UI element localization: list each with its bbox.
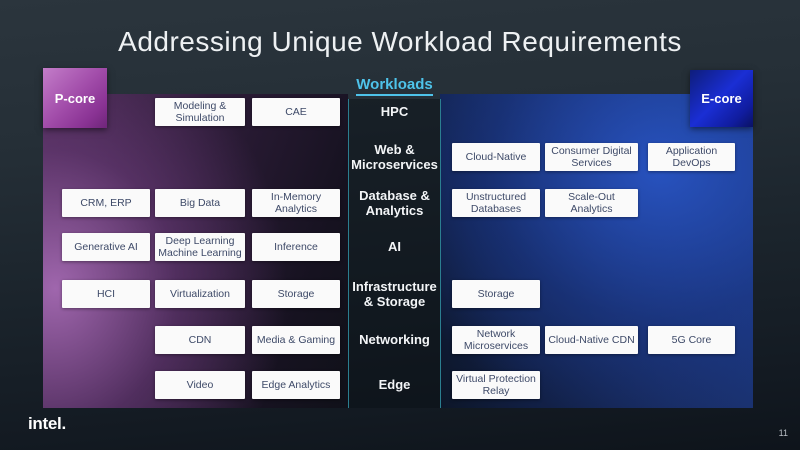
pcore-workload-box: In-Memory Analytics (252, 189, 340, 217)
pcore-workload-box: Virtualization (155, 280, 245, 308)
ecore-workload-box: Unstructured Databases (452, 189, 540, 217)
pcore-workload-box: CDN (155, 326, 245, 354)
pcore-workload-box: HCI (62, 280, 150, 308)
pcore-workload-box: Edge Analytics (252, 371, 340, 399)
pcore-workload-box: CRM, ERP (62, 189, 150, 217)
pcore-workload-box: Big Data (155, 189, 245, 217)
workloads-header: Workloads (348, 76, 441, 96)
ecore-workload-box: Storage (452, 280, 540, 308)
workload-category: HPC (380, 104, 409, 120)
pcore-label-box: P-core (43, 68, 107, 128)
ecore-workload-box: 5G Core (648, 326, 735, 354)
ecore-label-box: E-core (690, 70, 753, 127)
intel-logo: intel. (28, 414, 66, 433)
pcore-workload-box: Media & Gaming (252, 326, 340, 354)
pcore-workload-box: Storage (252, 280, 340, 308)
pcore-workload-box: Deep Learning Machine Learning (155, 233, 245, 261)
ecore-workload-box: Cloud-Native (452, 143, 540, 171)
workload-category: AI (388, 239, 401, 255)
slide-title: Addressing Unique Workload Requirements (118, 26, 682, 57)
ecore-workload-box: Cloud-Native CDN (545, 326, 638, 354)
ecore-workload-box: Scale-Out Analytics (545, 189, 638, 217)
pcore-workload-box: Video (155, 371, 245, 399)
workload-category: Edge (378, 377, 411, 393)
ecore-workload-box: Network Microservices (452, 326, 540, 354)
ecore-gradient-panel (440, 94, 753, 408)
pcore-workload-box: Inference (252, 233, 340, 261)
pcore-workload-box: Generative AI (62, 233, 150, 261)
workload-category: Networking (359, 332, 430, 348)
workload-category: Web & Microservices (351, 141, 438, 172)
ecore-workload-box: Consumer Digital Services (545, 143, 638, 171)
workloads-header-label: Workloads (356, 76, 433, 96)
ecore-workload-box: Application DevOps (648, 143, 735, 171)
ecore-workload-box: Virtual Protection Relay (452, 371, 540, 399)
workloads-column (348, 99, 441, 408)
workload-category: Database & Analytics (359, 187, 430, 218)
pcore-workload-box: Modeling & Simulation (155, 98, 245, 126)
pcore-workload-box: CAE (252, 98, 340, 126)
page-number: 11 (778, 428, 788, 438)
workload-category: Infrastructure & Storage (352, 278, 437, 309)
